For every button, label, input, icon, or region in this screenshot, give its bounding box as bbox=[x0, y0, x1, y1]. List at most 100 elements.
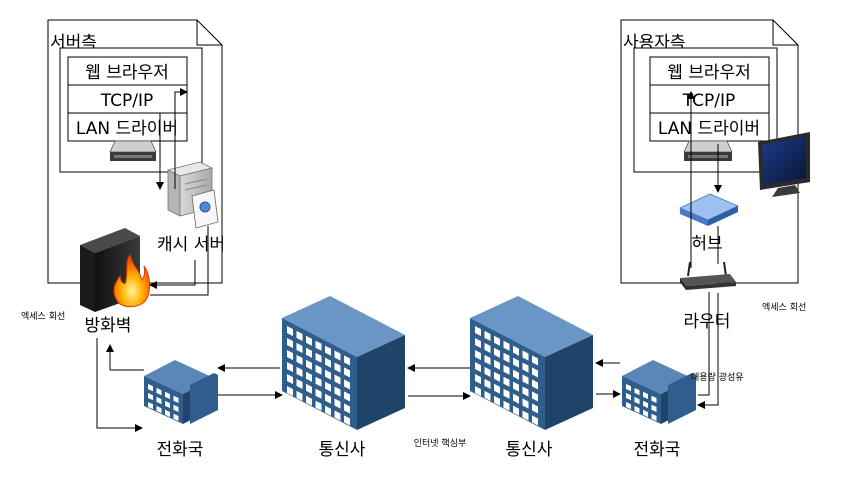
left-phone-office-windows bbox=[148, 384, 179, 421]
building-window bbox=[503, 352, 510, 363]
server-layer-tcpip: TCP/IP bbox=[100, 91, 154, 111]
building-window bbox=[306, 395, 312, 406]
building-window bbox=[325, 345, 331, 356]
building-window bbox=[503, 400, 510, 411]
building-window bbox=[513, 393, 519, 404]
building-window bbox=[475, 374, 481, 385]
building-window bbox=[494, 359, 500, 370]
firewall-icon bbox=[80, 228, 151, 312]
client-internal-arrows bbox=[687, 91, 722, 268]
right-phone-office-label: 전화국 bbox=[634, 440, 681, 460]
building-window bbox=[287, 350, 293, 361]
building-window bbox=[287, 362, 293, 373]
building-window bbox=[532, 379, 538, 390]
building-window bbox=[296, 342, 303, 353]
building-window bbox=[494, 347, 500, 358]
building-window bbox=[475, 350, 481, 361]
client-layer-lan-driver: LAN 드라이버 bbox=[658, 119, 760, 139]
building-window bbox=[494, 371, 500, 382]
building-window bbox=[651, 404, 657, 412]
left-carrier-label: 통신사 bbox=[319, 440, 366, 460]
building-window bbox=[315, 400, 322, 411]
server-layer-web-browser: 웹 브라우저 bbox=[85, 63, 169, 83]
building-window bbox=[344, 379, 350, 390]
building-window bbox=[306, 383, 312, 394]
building-window bbox=[296, 378, 303, 389]
router-icon bbox=[680, 261, 736, 290]
hub-label: 허브 bbox=[691, 234, 722, 254]
building-window bbox=[315, 364, 322, 375]
building-window bbox=[522, 374, 529, 385]
building-window bbox=[325, 405, 331, 416]
building-window bbox=[522, 362, 529, 373]
right-carrier-windows bbox=[475, 326, 538, 426]
building-window bbox=[173, 404, 179, 412]
building-window bbox=[484, 390, 491, 401]
building-window bbox=[513, 405, 519, 416]
client-layer-web-browser: 웹 브라우저 bbox=[667, 63, 751, 83]
monitor-icon bbox=[758, 132, 810, 197]
cache-server-icon bbox=[166, 161, 219, 229]
building-window bbox=[484, 342, 491, 353]
building-window bbox=[148, 402, 153, 410]
building-window bbox=[503, 376, 510, 387]
server-protocol-stack: 웹 브라우저 TCP/IP LAN 드라이버 bbox=[67, 56, 188, 142]
building-window bbox=[513, 369, 519, 380]
building-window bbox=[296, 390, 303, 401]
building-window bbox=[475, 362, 481, 373]
left-phone-office-icon bbox=[144, 360, 218, 424]
building-window bbox=[503, 340, 510, 351]
building-window bbox=[484, 378, 491, 389]
building-window bbox=[494, 383, 500, 394]
building-window bbox=[634, 387, 640, 396]
building-window bbox=[643, 391, 648, 400]
building-window bbox=[344, 355, 350, 366]
left-access-line-label: 엑세스 회선 bbox=[21, 310, 65, 322]
network-link-arrows bbox=[96, 292, 719, 432]
building-window bbox=[334, 410, 341, 421]
internet-core-label: 인터넷 핵심부 bbox=[414, 437, 467, 449]
building-window bbox=[344, 415, 350, 426]
building-window bbox=[287, 386, 293, 397]
building-window bbox=[626, 402, 631, 410]
building-window bbox=[296, 330, 303, 341]
building-window bbox=[296, 354, 303, 365]
router-label: 라우터 bbox=[684, 312, 731, 332]
building-window bbox=[626, 384, 631, 392]
building-window bbox=[287, 374, 293, 385]
building-window bbox=[315, 340, 322, 351]
building-window bbox=[513, 381, 519, 392]
building-window bbox=[325, 369, 331, 380]
building-window bbox=[532, 391, 538, 402]
building-window bbox=[173, 395, 179, 403]
building-window bbox=[634, 396, 640, 405]
building-window bbox=[148, 393, 153, 401]
building-window bbox=[532, 415, 538, 426]
right-carrier-label: 통신사 bbox=[506, 440, 553, 460]
building-window bbox=[173, 413, 179, 421]
building-window bbox=[315, 376, 322, 387]
high-capacity-fiber-label: 대용량 광섬유 bbox=[691, 371, 744, 383]
building-window bbox=[484, 354, 491, 365]
building-window bbox=[643, 409, 648, 418]
building-window bbox=[306, 359, 312, 370]
building-window bbox=[475, 326, 481, 337]
building-window bbox=[532, 367, 538, 378]
building-window bbox=[344, 403, 350, 414]
server-layer-lan-driver: LAN 드라이버 bbox=[76, 119, 178, 139]
building-window bbox=[334, 374, 341, 385]
building-window bbox=[156, 396, 162, 405]
building-window bbox=[475, 338, 481, 349]
building-window bbox=[344, 367, 350, 378]
left-phone-office-label: 전화국 bbox=[157, 440, 204, 460]
building-window bbox=[344, 391, 350, 402]
client-layer-tcpip: TCP/IP bbox=[682, 91, 736, 111]
building-window bbox=[522, 386, 529, 397]
left-carrier-windows bbox=[287, 326, 350, 426]
building-window bbox=[287, 326, 293, 337]
building-window bbox=[494, 335, 500, 346]
building-window bbox=[513, 357, 519, 368]
building-window bbox=[503, 364, 510, 375]
building-window bbox=[651, 413, 657, 421]
building-window bbox=[165, 400, 170, 409]
